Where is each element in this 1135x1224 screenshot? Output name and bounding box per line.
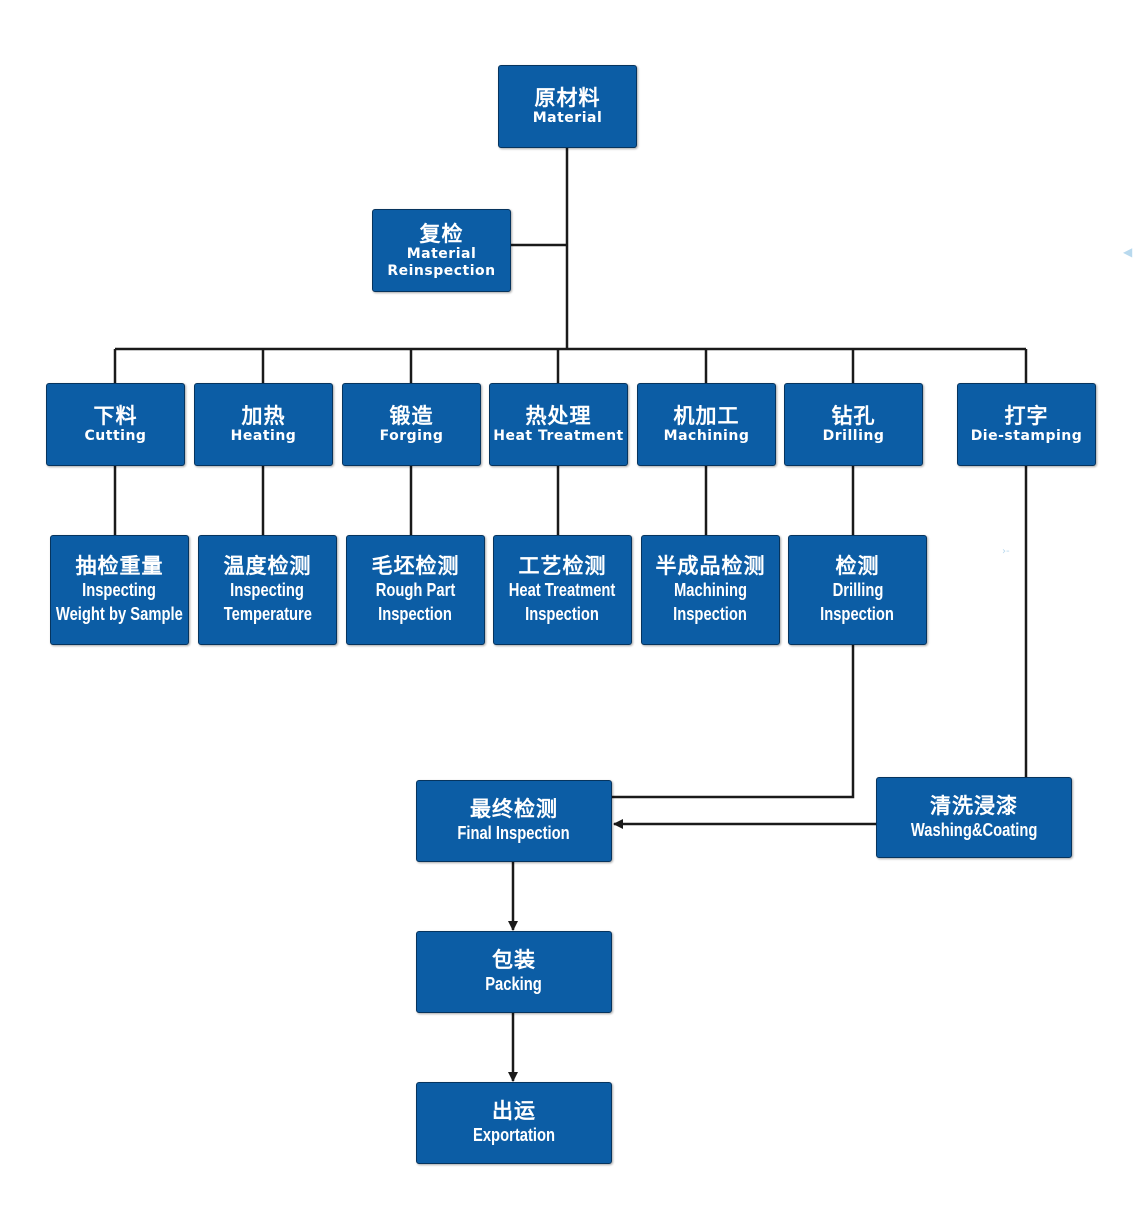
node-forging: 锻造 Forging bbox=[342, 383, 481, 466]
node-exportation: 出运 Exportation bbox=[416, 1082, 612, 1164]
node-reinspection-zh: 复检 bbox=[419, 221, 464, 246]
node-packing-zh: 包装 bbox=[492, 948, 536, 972]
node-inspect-temperature-en-1: Inspecting bbox=[230, 580, 305, 600]
node-rough-part-en-2: Inspection bbox=[378, 604, 453, 624]
node-final-inspection: 最终检测 Final Inspection bbox=[416, 780, 612, 862]
node-inspect-temperature-en-2: Temperature bbox=[223, 604, 312, 624]
node-heat-treatment-inspection: 工艺检测 Heat Treatment Inspection bbox=[493, 535, 632, 645]
node-machining-inspection: 半成品检测 Machining Inspection bbox=[641, 535, 780, 645]
node-drilling-zh: 钻孔 bbox=[831, 404, 876, 428]
node-drilling-inspection: 检测 Drilling Inspection bbox=[788, 535, 927, 645]
decorative-arrow-icon: ◀ bbox=[1123, 245, 1133, 259]
node-heat-treatment: 热处理 Heat Treatment bbox=[489, 383, 628, 466]
node-cutting-zh: 下料 bbox=[93, 404, 138, 428]
node-final-insp-en: Final Inspection bbox=[457, 823, 571, 843]
node-inspect-temperature: 温度检测 Inspecting Temperature bbox=[198, 535, 337, 645]
node-exportation-en: Exportation bbox=[472, 1125, 555, 1145]
node-drilling: 钻孔 Drilling bbox=[784, 383, 923, 466]
node-heating: 加热 Heating bbox=[194, 383, 333, 466]
node-forging-en: Forging bbox=[379, 428, 444, 444]
node-packing: 包装 Packing bbox=[416, 931, 612, 1013]
node-drilling-insp-zh: 检测 bbox=[835, 554, 880, 578]
node-die-stamping-zh: 打字 bbox=[1004, 404, 1049, 428]
node-heating-zh: 加热 bbox=[241, 404, 286, 428]
node-material-en: Material bbox=[532, 110, 603, 126]
node-heating-en: Heating bbox=[230, 428, 297, 444]
node-inspect-weight: 抽检重量 Inspecting Weight by Sample bbox=[50, 535, 189, 645]
node-heat-treatment-zh: 热处理 bbox=[525, 404, 592, 428]
node-packing-en: Packing bbox=[485, 974, 543, 994]
node-heat-treat-insp-zh: 工艺检测 bbox=[518, 554, 607, 578]
node-machining-insp-en-1: Machining bbox=[674, 580, 747, 600]
node-rough-part-inspection: 毛坯检测 Rough Part Inspection bbox=[346, 535, 485, 645]
node-machining: 机加工 Machining bbox=[637, 383, 776, 466]
node-reinspection-en-2: Reinspection bbox=[387, 262, 496, 279]
node-inspect-weight-en-2: Weight by Sample bbox=[56, 604, 183, 624]
node-die-stamping: 打字 Die-stamping bbox=[957, 383, 1096, 466]
node-rough-part-zh: 毛坯检测 bbox=[371, 554, 460, 578]
node-machining-en: Machining bbox=[663, 428, 750, 444]
node-exportation-zh: 出运 bbox=[492, 1099, 536, 1123]
node-cutting-en: Cutting bbox=[84, 428, 147, 444]
node-die-stamping-en: Die-stamping bbox=[970, 428, 1083, 444]
node-rough-part-en-1: Rough Part bbox=[375, 580, 456, 600]
node-washing-en: Washing&Coating bbox=[910, 819, 1038, 840]
decorative-dash-icon: ›- bbox=[1002, 546, 1010, 557]
node-washing-coating: 清洗浸漆 Washing&Coating bbox=[876, 777, 1072, 858]
node-drilling-en: Drilling bbox=[822, 428, 885, 444]
node-material-reinspection: 复检 Material Reinspection bbox=[372, 209, 511, 292]
node-reinspection-en-1: Material bbox=[406, 245, 477, 262]
node-heat-treatment-en: Heat Treatment bbox=[493, 428, 624, 444]
node-inspect-weight-zh: 抽检重量 bbox=[75, 554, 164, 578]
node-machining-insp-zh: 半成品检测 bbox=[655, 554, 766, 578]
node-forging-zh: 锻造 bbox=[389, 404, 434, 428]
node-material-zh: 原材料 bbox=[534, 86, 601, 110]
node-drilling-insp-en-1: Drilling bbox=[832, 580, 883, 600]
node-washing-zh: 清洗浸漆 bbox=[930, 793, 1018, 818]
node-final-insp-zh: 最终检测 bbox=[470, 797, 558, 821]
node-machining-insp-en-2: Inspection bbox=[673, 604, 748, 624]
node-cutting: 下料 Cutting bbox=[46, 383, 185, 466]
node-inspect-temperature-zh: 温度检测 bbox=[223, 554, 312, 578]
node-material: 原材料 Material bbox=[498, 65, 637, 148]
node-drilling-insp-en-2: Inspection bbox=[820, 604, 895, 624]
node-machining-zh: 机加工 bbox=[673, 404, 740, 428]
node-heat-treat-insp-en-2: Inspection bbox=[525, 604, 600, 624]
node-heat-treat-insp-en-1: Heat Treatment bbox=[509, 580, 616, 600]
node-inspect-weight-en-1: Inspecting bbox=[82, 580, 157, 600]
connector-drillinsp-final bbox=[612, 644, 855, 799]
